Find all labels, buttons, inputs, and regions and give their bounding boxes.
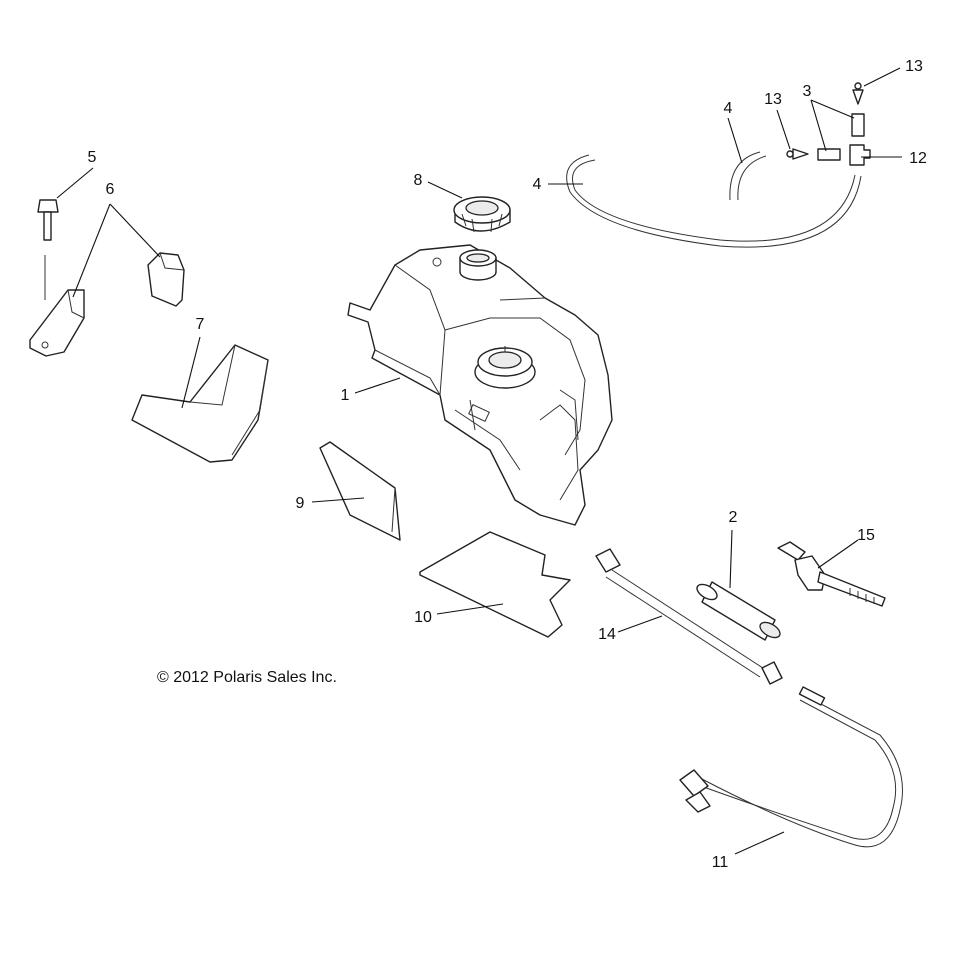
leader-15 bbox=[817, 539, 859, 569]
leader-8 bbox=[427, 181, 463, 199]
leader-10 bbox=[436, 603, 504, 615]
callout-11: 11 bbox=[712, 854, 729, 871]
vent-hose bbox=[566, 151, 862, 248]
callout-8: 8 bbox=[414, 172, 423, 189]
callout-3: 3 bbox=[803, 83, 812, 100]
leader-4a bbox=[727, 117, 743, 164]
callout-1: 1 bbox=[341, 387, 350, 404]
foam-pad-flat bbox=[419, 531, 571, 638]
leader-6a bbox=[72, 203, 111, 298]
leader-13b bbox=[863, 67, 901, 87]
filler-neck bbox=[459, 249, 497, 281]
foam-pad-l bbox=[131, 344, 269, 463]
leader-1 bbox=[354, 377, 401, 394]
callout-5: 5 bbox=[88, 149, 97, 166]
leader-9 bbox=[311, 497, 365, 503]
callout-4-upper: 4 bbox=[724, 100, 733, 117]
callout-12: 12 bbox=[909, 150, 927, 167]
fuel-tank bbox=[347, 244, 613, 526]
fuel-line-assembly bbox=[679, 686, 903, 848]
check-valve-left bbox=[792, 148, 809, 160]
callout-13-right: 13 bbox=[905, 58, 923, 75]
leader-5 bbox=[56, 167, 94, 199]
bolt bbox=[37, 199, 59, 300]
tee-fitting bbox=[849, 144, 871, 166]
hose-sleeve bbox=[696, 581, 781, 641]
callout-13-left: 13 bbox=[764, 91, 782, 108]
callout-7: 7 bbox=[196, 316, 205, 333]
leader-lines bbox=[56, 67, 902, 855]
callout-6: 6 bbox=[106, 181, 115, 198]
callout-labels: 1 2 3 4 4 5 6 7 8 9 10 11 12 13 13 14 15 bbox=[88, 58, 927, 871]
vent-fittings bbox=[786, 82, 871, 166]
hose-clamp bbox=[777, 541, 886, 607]
vent-fitting-lower bbox=[817, 148, 841, 161]
fuel-line bbox=[595, 548, 783, 685]
copyright-notice: © 2012 Polaris Sales Inc. bbox=[157, 669, 337, 686]
leader-2 bbox=[729, 529, 733, 589]
leader-3b bbox=[810, 99, 855, 119]
vent-fitting-upper bbox=[851, 113, 865, 137]
callout-15: 15 bbox=[857, 527, 875, 544]
callout-4-lower: 4 bbox=[533, 176, 542, 193]
callout-2: 2 bbox=[729, 509, 738, 526]
leader-7 bbox=[181, 336, 201, 409]
leader-3a bbox=[810, 99, 827, 152]
leader-11 bbox=[734, 831, 785, 855]
check-valve-top bbox=[852, 89, 864, 105]
leader-13a bbox=[776, 109, 791, 150]
leader-6b bbox=[109, 203, 161, 258]
foam-pad-rect bbox=[319, 441, 401, 541]
callout-10: 10 bbox=[414, 609, 432, 626]
leader-14 bbox=[617, 615, 663, 633]
fuel-cap bbox=[453, 196, 511, 233]
mount-brackets bbox=[29, 252, 185, 357]
fuel-pump-flange bbox=[474, 346, 536, 389]
callout-9: 9 bbox=[296, 495, 305, 512]
callout-14: 14 bbox=[598, 626, 616, 643]
